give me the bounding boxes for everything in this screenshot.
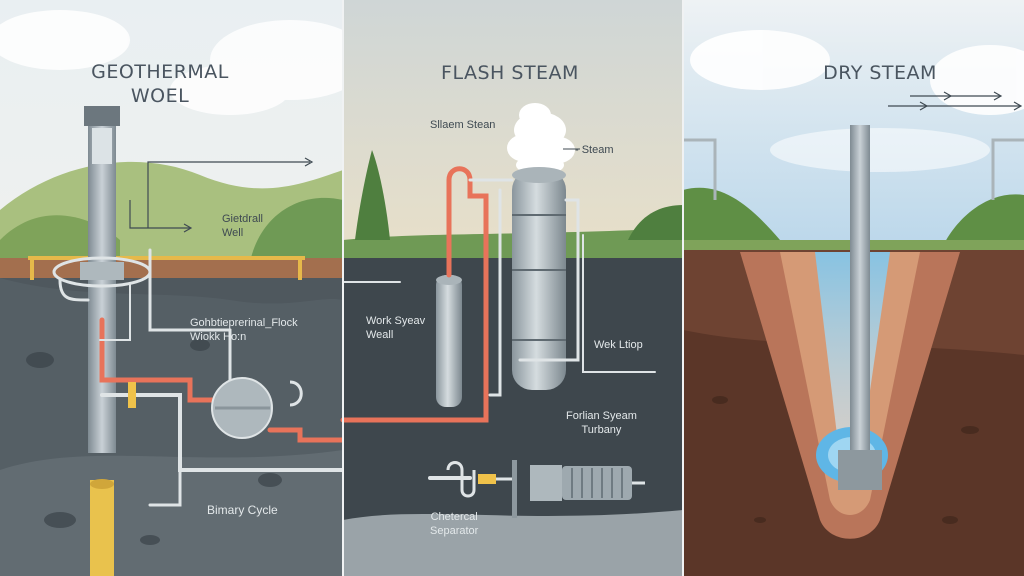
turbine bbox=[562, 466, 632, 500]
clouds bbox=[690, 30, 1024, 172]
label-chetercal-separator: Chetercal Separator bbox=[430, 511, 479, 537]
tree bbox=[355, 150, 390, 240]
panel-dry-steam bbox=[683, 0, 1024, 576]
bush bbox=[250, 197, 343, 262]
surface-pipes bbox=[683, 138, 1024, 200]
rocks bbox=[26, 339, 282, 545]
valve bbox=[478, 474, 496, 484]
title-line: GEOTHERMAL bbox=[91, 61, 229, 83]
label-forlian-turbany: Forlian Syeam Turbany bbox=[566, 410, 637, 436]
turbine-housing bbox=[530, 465, 562, 501]
bush bbox=[628, 205, 683, 240]
valve bbox=[128, 382, 136, 408]
well-tank bbox=[436, 275, 462, 407]
rock-layer bbox=[343, 510, 683, 576]
panel-flash-steam bbox=[340, 0, 683, 576]
label-binary-cycle: Bimary Cycle bbox=[207, 503, 278, 517]
bush bbox=[683, 187, 780, 240]
well-cap bbox=[84, 106, 120, 126]
clouds bbox=[0, 10, 370, 115]
well-collar bbox=[80, 262, 124, 280]
surface-rail bbox=[28, 256, 305, 280]
label-geothermal-well: Gietdrall Well bbox=[222, 213, 263, 239]
title-line: WOEL bbox=[130, 85, 190, 107]
leader-lines bbox=[129, 157, 314, 233]
well-window bbox=[92, 128, 112, 164]
label-slaem-stean: Sllaem Stean bbox=[430, 119, 496, 131]
separator-tank bbox=[512, 170, 566, 390]
pipe-network bbox=[340, 166, 656, 480]
bush bbox=[945, 194, 1024, 242]
panel-title-geothermal: GEOTHERMAL WOEL bbox=[60, 60, 260, 108]
well-head bbox=[838, 450, 882, 490]
topsoil bbox=[0, 258, 343, 278]
dry-steam-well-pipe bbox=[850, 125, 870, 455]
production-tube bbox=[90, 480, 114, 576]
panel-geothermal bbox=[0, 0, 483, 576]
wind-arrows bbox=[888, 91, 1023, 111]
coil bbox=[446, 461, 476, 498]
panel-title-flash-steam: FLASH STEAM bbox=[441, 62, 579, 84]
panel-title-dry-steam: DRY STEAM bbox=[823, 62, 937, 84]
label-work-syeav: Work Syeav Weall bbox=[366, 315, 426, 341]
label-steam: - Steam bbox=[575, 144, 614, 156]
label-flock: Gohbtieprerinal_Flock Wiokk Ho:n bbox=[190, 317, 298, 343]
rock-layer bbox=[0, 450, 343, 576]
rocks bbox=[712, 396, 979, 524]
label-wek-ltiop: Wek Ltiop bbox=[594, 339, 643, 351]
